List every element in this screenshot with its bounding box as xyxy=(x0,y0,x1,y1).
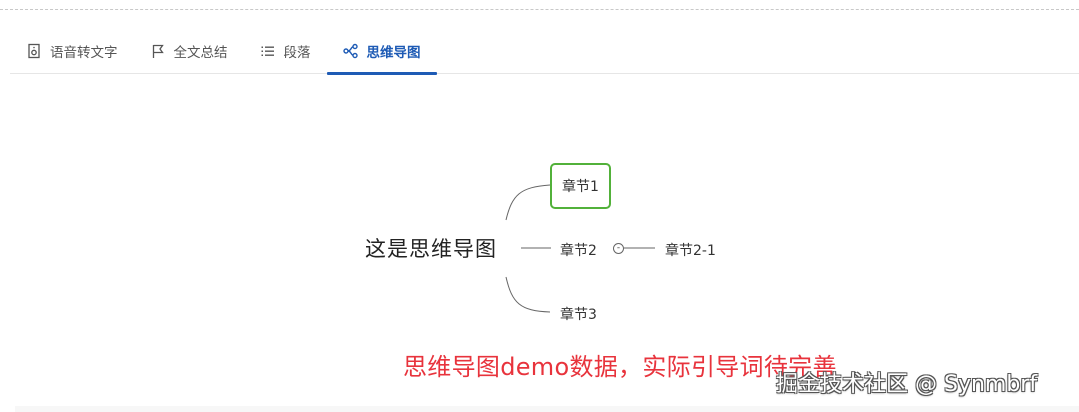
tab-label: 段落 xyxy=(283,44,311,61)
tab-summary[interactable]: 全文总结 xyxy=(134,28,244,73)
mindmap-connectors xyxy=(505,184,655,313)
tab-bar: 语音转文字 全文总结 段落 思维导图 xyxy=(10,28,1079,75)
watermark: 掘金技术社区 @ Synmbrf xyxy=(776,372,1038,397)
mindmap-node-chapter-3[interactable]: 章节3 xyxy=(560,307,597,323)
tab-mindmap[interactable]: 思维导图 xyxy=(326,28,437,75)
mindmap-icon xyxy=(342,43,358,58)
mindmap-root-node[interactable]: 这是思维导图 xyxy=(365,237,497,261)
dashed-divider xyxy=(0,9,1079,10)
tab-label: 思维导图 xyxy=(366,44,421,61)
mindmap-node-chapter-2[interactable]: 章节2 xyxy=(560,243,597,259)
collapse-toggle-button[interactable]: - xyxy=(613,243,624,254)
tab-label: 全文总结 xyxy=(173,44,228,61)
mindmap-node-chapter-1[interactable]: 章节1 xyxy=(550,163,611,209)
mindmap-node-chapter-2-1[interactable]: 章节2-1 xyxy=(665,243,716,259)
tab-paragraphs[interactable]: 段落 xyxy=(244,28,327,73)
list-icon xyxy=(261,46,274,56)
audio-file-icon xyxy=(28,43,40,58)
tab-speech-to-text[interactable]: 语音转文字 xyxy=(10,28,134,73)
mindmap-canvas[interactable]: 这是思维导图 章节1 章节2 - 章节2-1 章节3 思维导图demo数据，实际… xyxy=(0,75,1079,412)
tab-label: 语音转文字 xyxy=(50,44,118,61)
flag-icon xyxy=(152,44,164,58)
demo-caption: 思维导图demo数据，实际引导词待完善 xyxy=(403,353,837,381)
bottom-edge xyxy=(15,406,1079,412)
